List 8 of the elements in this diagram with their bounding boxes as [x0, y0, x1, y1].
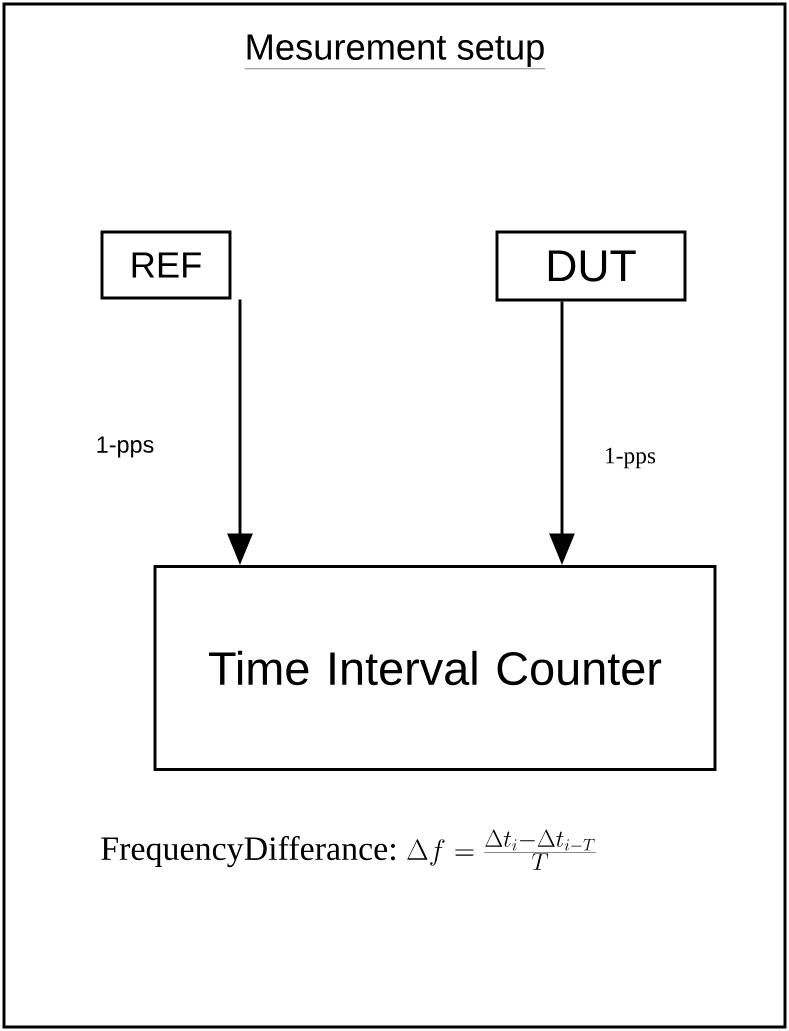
formula-label: FrequencyDifferance:: [101, 835, 395, 868]
box: DUT: [495, 230, 687, 302]
box: Time Interval Counter: [153, 565, 717, 771]
edge-label: 1-pps: [97, 436, 154, 458]
formula: $\Delta f = \frac{\Delta t_{i} - \Delta t_{i-T}}{T}$: [407, 829, 596, 870]
box: REF: [100, 230, 232, 300]
edge-label: 1-pps: [606, 447, 656, 469]
title: Mesurement setup: [244, 34, 546, 69]
